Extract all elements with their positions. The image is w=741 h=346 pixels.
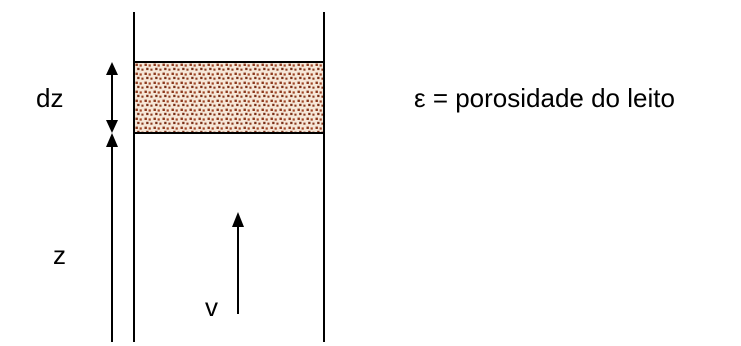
z-label: z xyxy=(53,240,66,270)
porosity-label: ε = porosidade do leito xyxy=(414,83,675,113)
dz-label: dz xyxy=(36,83,63,113)
z-arrow xyxy=(106,133,118,342)
v-label: v xyxy=(205,292,218,322)
velocity-arrow xyxy=(232,212,244,314)
bed-slice xyxy=(133,61,325,134)
dz-arrow xyxy=(106,62,118,133)
